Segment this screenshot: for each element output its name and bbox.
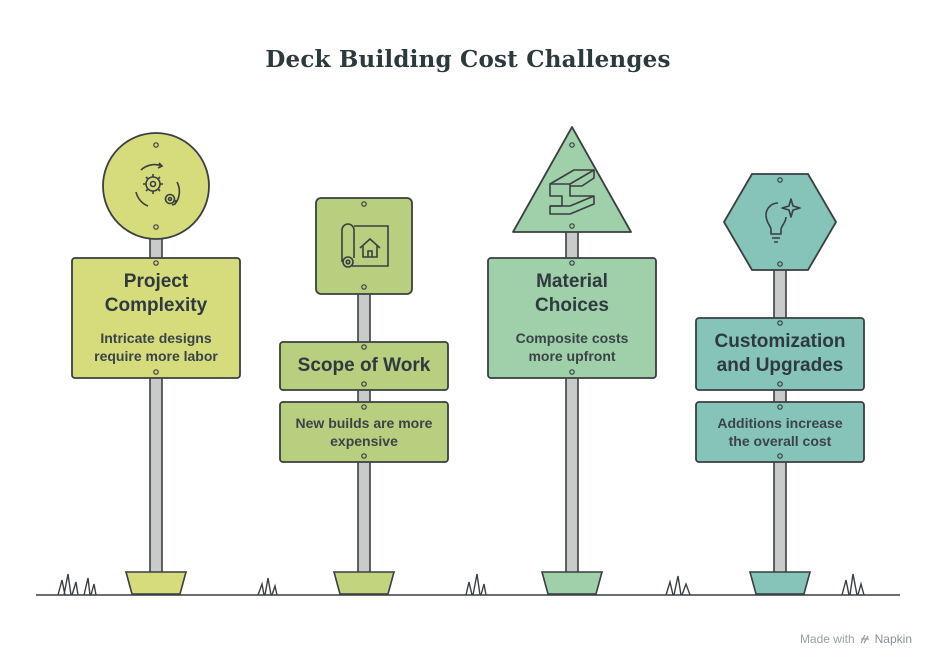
- page-title: Deck Building Cost Challenges: [265, 46, 671, 73]
- sign-customization-upgrades: [695, 173, 865, 595]
- post-base: [540, 571, 604, 595]
- desc-line: Intricate designs: [100, 330, 212, 346]
- sign-title-project-complexity: Project Complexity: [72, 268, 240, 320]
- grass-tufts: [57, 573, 865, 596]
- napkin-logo-icon: [860, 634, 869, 644]
- top-hexagon: [723, 173, 837, 271]
- desc-line: expensive: [330, 433, 398, 449]
- blueprint-house-icon: [341, 223, 389, 268]
- steel-beam-icon: [549, 169, 595, 215]
- watermark: Made with Napkin: [800, 632, 912, 646]
- desc-line: New builds are more: [295, 415, 433, 431]
- watermark-prefix: Made with: [799, 632, 855, 646]
- desc-board: [695, 401, 865, 463]
- sign-material-choices: [487, 126, 657, 595]
- desc-line: Composite costs: [515, 330, 629, 346]
- post-base: [332, 571, 396, 595]
- sign-title-scope-of-work: Scope of Work: [280, 342, 448, 390]
- title-line: and Upgrades: [716, 355, 844, 376]
- title-line: Material: [536, 271, 608, 292]
- sign-scope-of-work: [279, 197, 449, 595]
- desc-line: Additions increase: [717, 415, 843, 431]
- title-line: Complexity: [104, 295, 208, 316]
- title-line: Project: [123, 271, 189, 292]
- title-board: [695, 317, 865, 391]
- sign-desc-scope-of-work: New builds are more expensive: [280, 412, 448, 452]
- sign-desc-project-complexity: Intricate designs require more labor: [72, 328, 240, 366]
- watermark-brand: Napkin: [874, 632, 912, 646]
- title-board: [487, 257, 657, 379]
- lightbulb-sparkle-icon: [765, 198, 801, 243]
- desc-board: [279, 401, 449, 463]
- title-line: Customization: [714, 331, 846, 352]
- top-triangle: [512, 126, 632, 233]
- title-board: [71, 257, 241, 379]
- top-circle: [102, 132, 210, 240]
- title-line: Choices: [535, 295, 609, 316]
- sign-desc-customization-upgrades: Additions increase the overall cost: [696, 412, 864, 452]
- gears-cycle-icon: [135, 162, 181, 207]
- sign-title-customization-upgrades: Customization and Upgrades: [696, 328, 864, 380]
- sign-title-material-choices: Material Choices: [488, 268, 656, 320]
- title-board: [279, 341, 449, 391]
- post-base: [748, 571, 812, 595]
- desc-line: require more labor: [94, 348, 218, 364]
- title-line: Scope of Work: [297, 355, 431, 376]
- post-base: [124, 571, 188, 595]
- sign-desc-material-choices: Composite costs more upfront: [488, 328, 656, 366]
- top-square: [315, 197, 413, 295]
- desc-line: the overall cost: [728, 433, 832, 449]
- desc-line: more upfront: [528, 348, 616, 364]
- sign-project-complexity: [71, 132, 241, 595]
